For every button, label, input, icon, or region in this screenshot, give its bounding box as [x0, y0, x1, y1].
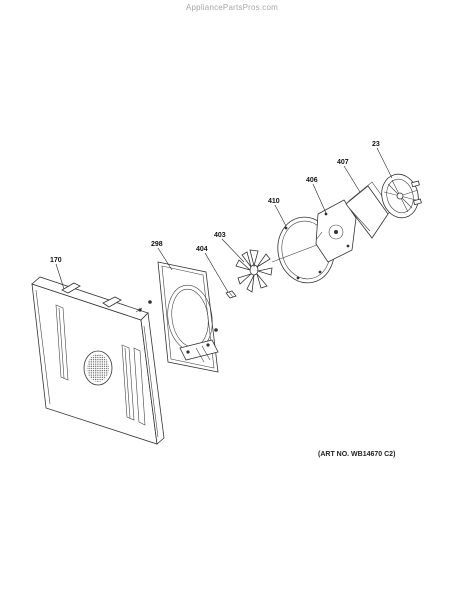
callout-404: 404 [196, 246, 208, 253]
callout-23: 23 [372, 141, 380, 148]
screw-icon [135, 307, 143, 313]
callout-406: 406 [306, 177, 318, 184]
watermark: AppliancePartsPros.com [186, 3, 278, 12]
part-406-mounting-plate[interactable] [315, 199, 357, 263]
callout-407: 407 [337, 159, 349, 166]
part-23-convection-motor[interactable] [377, 170, 423, 222]
callout-410: 410 [268, 198, 280, 205]
part-404-nut[interactable] [225, 290, 237, 299]
part-170-rear-panel[interactable] [31, 276, 165, 445]
part-403-fan-blade[interactable] [235, 249, 273, 293]
art-number-label: (ART NO. WB14670 C2) [318, 451, 396, 458]
callout-170: 170 [50, 257, 62, 264]
callout-298: 298 [151, 241, 163, 248]
leader-lines [55, 147, 393, 293]
callout-403: 403 [214, 232, 226, 239]
part-298-convection-element[interactable] [148, 261, 219, 373]
vent-grille [83, 350, 113, 386]
